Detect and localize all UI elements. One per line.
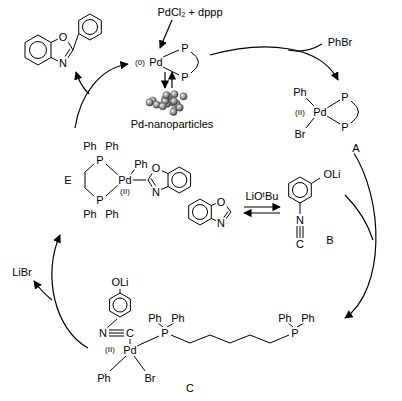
bond-lines — [83, 20, 98, 35]
chem-label: Pd — [117, 175, 132, 186]
chem-label: OLi — [322, 169, 341, 180]
bond-lines — [30, 42, 47, 59]
chem-label: Ph — [300, 313, 315, 324]
chem-label: O — [58, 32, 69, 43]
cycle-arrow — [75, 64, 128, 128]
bond-lines — [25, 35, 51, 65]
chem-label: P — [340, 122, 349, 133]
bond-lines — [193, 205, 208, 220]
oxidation-state: (0) — [134, 59, 146, 67]
bond-lines — [289, 177, 312, 203]
chem-label: P — [95, 195, 104, 206]
chem-label: O — [216, 197, 227, 208]
bond-lines — [168, 167, 191, 193]
oxidation-state: (II) — [119, 188, 131, 196]
oxidation-state: (II) — [294, 109, 306, 117]
chem-label: Ph — [82, 209, 97, 220]
oxidation-state: (II) — [104, 346, 116, 354]
chem-label: E — [63, 175, 72, 186]
chem-label: N — [216, 218, 226, 229]
cycle-arrow — [244, 206, 280, 207]
cycle-arrow — [345, 195, 373, 240]
chem-label: Ph — [277, 313, 292, 324]
bond-lines — [172, 173, 187, 188]
cycle-arrow — [34, 20, 376, 348]
chem-label: N — [58, 58, 68, 69]
chem-label: LiBr — [11, 267, 33, 278]
chem-label: Ph — [133, 159, 148, 170]
chem-label: O — [151, 163, 162, 174]
chem-label: C — [295, 239, 305, 250]
cycle-arrow — [160, 20, 172, 48]
nanoparticle-cluster — [163, 92, 170, 99]
chem-label: PdCl₂ + dppp — [156, 7, 223, 18]
bond-lines — [137, 323, 304, 346]
cycle-arrow — [288, 44, 322, 51]
chem-label: N — [151, 187, 161, 198]
cycle-arrow — [345, 150, 376, 318]
chem-label: Ph — [104, 209, 119, 220]
cycle-arrow — [210, 47, 338, 80]
chem-label: A — [351, 143, 360, 154]
chem-label: Br — [144, 373, 157, 384]
bond-lines — [306, 98, 359, 128]
nanoparticle-cluster — [146, 91, 187, 116]
chem-label: Pd — [148, 57, 163, 68]
chem-label: Ph — [82, 141, 97, 152]
chem-label: Pd — [312, 107, 327, 118]
chem-label: P — [160, 328, 169, 339]
bond-lines — [110, 293, 131, 317]
cycle-arrow — [52, 235, 88, 348]
chem-label: P — [180, 43, 189, 54]
chem-label: P — [340, 92, 349, 103]
chem-label: N — [295, 215, 305, 226]
cycle-arrow — [171, 72, 172, 88]
chem-label: PhBr — [327, 37, 353, 48]
bond-lines — [113, 298, 127, 312]
nanoparticle-cluster — [170, 108, 177, 115]
chem-label: P — [180, 72, 189, 83]
bond-lines — [79, 14, 102, 40]
cycle-arrow — [76, 72, 89, 94]
chem-label: Ph — [147, 313, 162, 324]
chem-label: C — [185, 383, 195, 394]
bond-lines — [297, 178, 320, 238]
bond-lines — [293, 183, 308, 198]
chem-label: P — [95, 155, 104, 166]
nanoparticle-cluster — [170, 98, 177, 105]
chem-label: C — [125, 328, 135, 339]
bond-lines — [110, 356, 145, 371]
chem-label: Pd — [122, 345, 137, 356]
cycle-arrow — [34, 281, 52, 300]
chem-label: Ph — [292, 87, 307, 98]
chem-label: OLi — [110, 277, 129, 288]
chem-label: P — [290, 328, 299, 339]
bond-lines — [25, 14, 359, 371]
cycle-arrow — [164, 72, 165, 88]
chem-label: Ph — [104, 141, 119, 152]
nanoparticle-cluster — [176, 104, 183, 111]
chem-label: B — [325, 235, 334, 246]
chem-label: Pd-nanoparticles — [130, 119, 215, 130]
chem-label: Br — [294, 129, 307, 140]
chem-label: Ph — [170, 313, 185, 324]
chem-label: Ph — [96, 373, 111, 384]
chem-label: N — [98, 328, 108, 339]
chem-label: LiOᵗBu — [245, 191, 280, 202]
nanoparticle-cluster — [146, 99, 153, 106]
nanoparticle-cluster — [171, 91, 178, 98]
nanoparticle-cluster — [159, 103, 166, 110]
cycle-arrow — [244, 212, 280, 213]
nanoparticle-cluster — [180, 93, 187, 100]
bond-lines — [189, 199, 212, 225]
